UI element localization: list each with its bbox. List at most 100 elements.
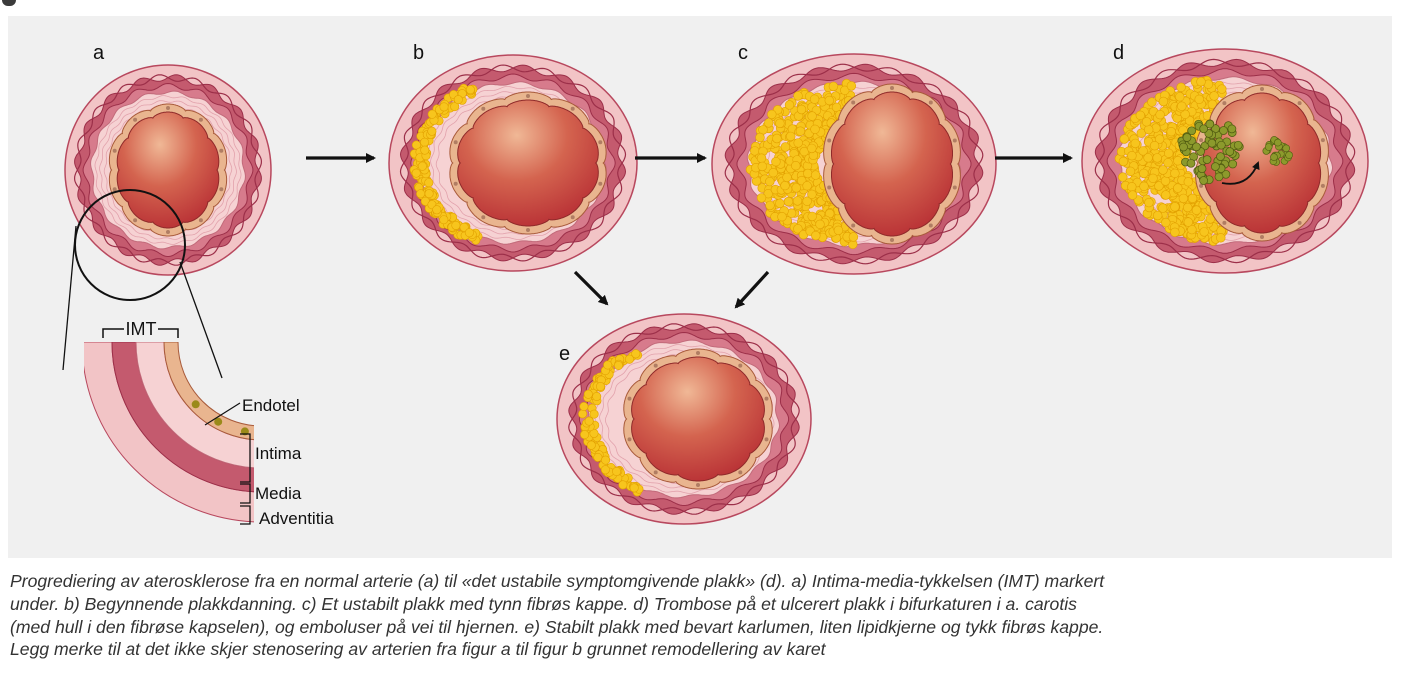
thrombus-particle <box>1183 134 1191 142</box>
lipid-droplet <box>425 179 433 187</box>
lipid-droplet <box>794 92 803 101</box>
endothelial-nucleus <box>827 139 831 143</box>
lipid-droplet <box>1153 154 1162 163</box>
embolus-particle <box>1274 139 1281 146</box>
lipid-droplet <box>1128 191 1137 200</box>
thrombus-particle <box>1217 153 1225 161</box>
lipid-droplet <box>580 402 588 410</box>
caption-line-2: under. b) Begynnende plakkdanning. c) Et… <box>10 593 1400 616</box>
endothelial-nucleus <box>1199 138 1203 142</box>
endothelial-nucleus <box>454 140 458 144</box>
lipid-droplet <box>797 105 806 114</box>
lipid-droplet <box>1159 166 1168 175</box>
lipid-droplet <box>601 466 609 474</box>
vessel-a <box>65 65 271 275</box>
intima-label: Intima <box>255 444 302 463</box>
endothelial-nucleus <box>1298 101 1302 105</box>
endothelial-nucleus <box>571 107 575 111</box>
lipid-droplet <box>772 157 781 166</box>
endothelial-nucleus <box>654 470 658 474</box>
lipid-droplet <box>792 184 801 193</box>
endothelial-nucleus <box>481 107 485 111</box>
vessel-b <box>389 55 637 271</box>
lipid-droplet <box>778 212 787 221</box>
lipid-droplet <box>808 112 817 121</box>
endothelial-nucleus <box>219 149 223 153</box>
lipid-droplet <box>412 169 420 177</box>
lipid-droplet <box>757 194 766 203</box>
endothelial-nucleus <box>738 364 742 368</box>
lipid-droplet <box>421 146 429 154</box>
endothelial-nucleus <box>890 86 894 90</box>
endothelial-nucleus <box>133 118 137 122</box>
endothelial-nucleus <box>890 238 894 242</box>
lipid-droplet <box>1195 95 1204 104</box>
lipid-droplet <box>578 410 586 418</box>
endothelial-nucleus <box>654 364 658 368</box>
zoom-line-right <box>180 262 222 378</box>
endothelial-nucleus <box>598 140 602 144</box>
label-b: b <box>413 42 424 64</box>
lipid-droplet <box>1174 156 1183 165</box>
lipid-droplet <box>1145 198 1154 207</box>
lipid-droplet <box>612 467 620 475</box>
endothelial-nucleus <box>696 351 700 355</box>
lipid-droplet <box>773 134 782 143</box>
endothelial-nucleus <box>219 187 223 191</box>
thrombus-particle <box>1229 160 1237 168</box>
lipid-droplet <box>847 82 856 91</box>
endothelial-nucleus <box>526 228 530 232</box>
endothelial-nucleus <box>113 149 117 153</box>
caption-line-1: Progrediering av aterosklerose fra en no… <box>10 570 1400 593</box>
lipid-droplet <box>1188 194 1197 203</box>
endothelial-nucleus <box>133 218 137 222</box>
lipid-droplet <box>808 190 817 199</box>
lipid-droplet <box>1119 157 1128 166</box>
endothelial-nucleus <box>953 186 957 190</box>
lipid-droplet <box>1171 169 1180 178</box>
embolus-particle <box>1286 152 1293 159</box>
endothelial-nucleus <box>1222 101 1226 105</box>
lipid-droplet <box>452 221 460 229</box>
lipid-droplet <box>1216 233 1225 242</box>
embolus-particle <box>1283 145 1290 152</box>
label-c: c <box>738 42 748 64</box>
lipid-droplet <box>1217 85 1226 94</box>
caption-line-4: Legg merke til at det ikke skjer stenose… <box>10 638 1400 661</box>
lumen <box>832 92 953 236</box>
endothelial-nucleus <box>199 218 203 222</box>
lipid-droplet <box>756 133 765 142</box>
endothelial-nucleus <box>454 182 458 186</box>
thrombus-particle <box>1206 120 1214 128</box>
imt-label: IMT <box>126 319 157 339</box>
atherosclerosis-diagram: a b c d e IMT Endotel Intima Media Adven… <box>0 0 1412 560</box>
endothelial-nucleus <box>598 182 602 186</box>
endothelial-nucleus <box>166 106 170 110</box>
thrombus-particle <box>1203 156 1211 164</box>
lipid-droplet <box>593 392 601 400</box>
lipid-droplet <box>428 110 436 118</box>
lumen <box>117 112 219 228</box>
lipid-droplet <box>816 220 825 229</box>
lipid-droplet <box>601 456 609 464</box>
lipid-droplet <box>1171 202 1180 211</box>
lipid-droplet <box>1161 177 1170 186</box>
lipid-droplet <box>791 161 800 170</box>
lipid-droplet <box>849 233 858 242</box>
endothelial-nucleus <box>851 101 855 105</box>
lipid-droplet <box>466 86 474 94</box>
endothelial-nucleus <box>1298 221 1302 225</box>
thrombus-particle <box>1220 127 1228 135</box>
lipid-droplet <box>767 110 776 119</box>
lipid-droplet <box>776 199 785 208</box>
lipid-droplet <box>1161 218 1170 227</box>
lipid-droplet <box>1150 141 1159 150</box>
thrombus-particle <box>1187 159 1195 167</box>
endothelial-nucleus <box>166 230 170 234</box>
endothelial-nucleus <box>571 215 575 219</box>
endothelial-nucleus <box>929 101 933 105</box>
lipid-droplet <box>807 144 816 153</box>
lipid-droplet <box>783 173 792 182</box>
lipid-droplet <box>1175 92 1184 101</box>
endothelial-nucleus <box>628 397 632 401</box>
